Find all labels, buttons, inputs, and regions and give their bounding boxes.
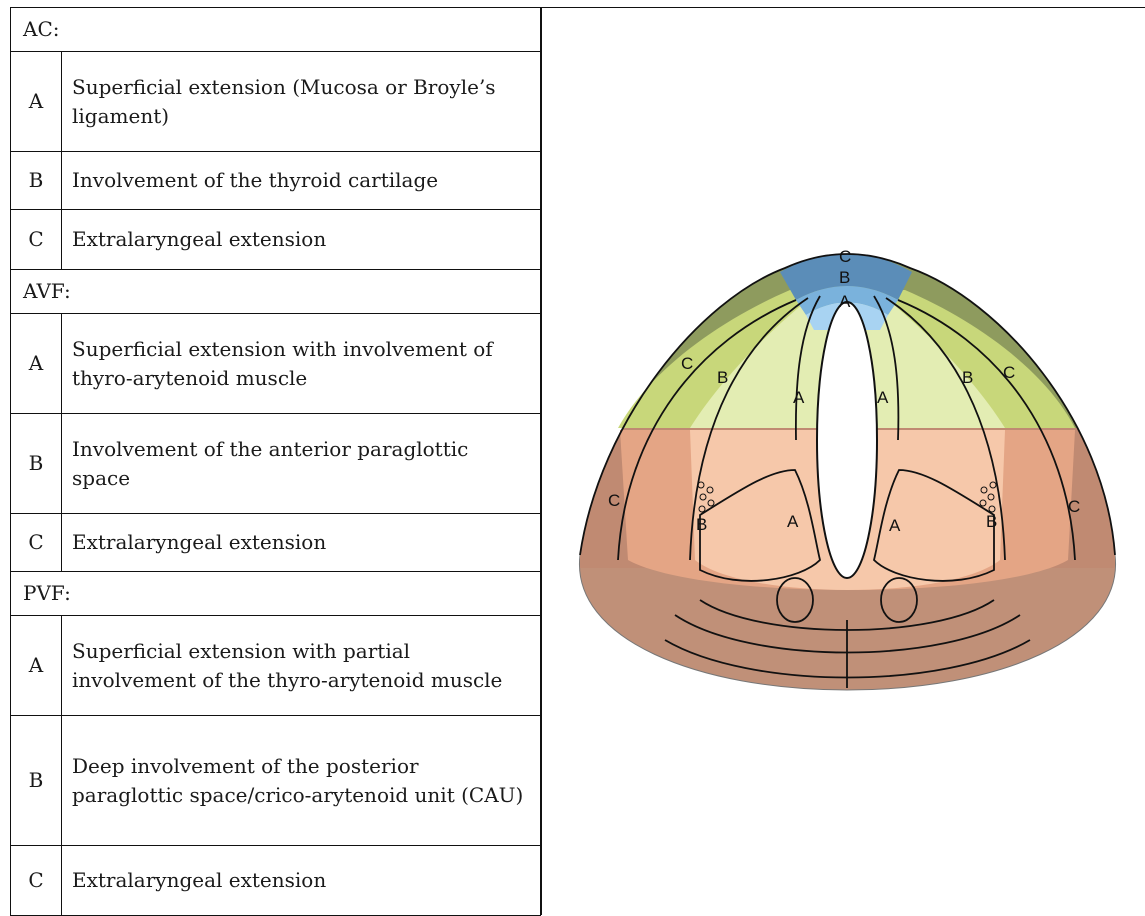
label-left-c-lower: C (608, 491, 620, 510)
larynx-diagram: C B A C B A A B C C B A A B C (575, 230, 1120, 710)
table-row: B Involvement of the anterior paraglotti… (11, 414, 541, 514)
row-description: Extralaryngeal extension (62, 846, 541, 916)
table-row: C Extralaryngeal extension (11, 210, 541, 270)
label-top-c: C (839, 247, 851, 266)
table-row: C Extralaryngeal extension (11, 846, 541, 916)
row-description: Extralaryngeal extension (62, 210, 541, 270)
row-description: Extralaryngeal extension (62, 514, 541, 572)
row-description: Superficial extension with partial invol… (62, 616, 541, 716)
glottis-opening (817, 302, 877, 578)
row-code: C (11, 846, 62, 916)
section-header-avf: AVF: (11, 270, 541, 314)
table-row: B Deep involvement of the posterior para… (11, 716, 541, 846)
label-right-a-lower: A (889, 516, 901, 535)
row-code: B (11, 414, 62, 514)
row-description: Superficial extension (Mucosa or Broyle’… (62, 52, 541, 152)
row-description: Deep involvement of the posterior paragl… (62, 716, 541, 846)
row-description: Involvement of the anterior paraglottic … (62, 414, 541, 514)
table-row: A Superficial extension with partial inv… (11, 616, 541, 716)
label-top-b: B (839, 268, 850, 287)
row-code: A (11, 52, 62, 152)
label-right-b-lower: B (986, 512, 997, 531)
label-left-a-lower: A (787, 512, 799, 531)
table-row: B Involvement of the thyroid cartilage (11, 152, 541, 210)
row-description: Involvement of the thyroid cartilage (62, 152, 541, 210)
label-left-a-upper: A (793, 388, 805, 407)
table-row: A Superficial extension with involvement… (11, 314, 541, 414)
section-title: PVF: (11, 572, 541, 616)
label-left-c-upper: C (681, 354, 693, 373)
label-right-c-lower: C (1068, 497, 1080, 516)
section-title: AVF: (11, 270, 541, 314)
row-code: A (11, 314, 62, 414)
label-right-b-upper: B (962, 368, 973, 387)
staging-table: AC: A Superficial extension (Mucosa or B… (10, 7, 541, 916)
label-top-a: A (839, 292, 851, 311)
row-code: B (11, 152, 62, 210)
label-right-c-upper: C (1003, 363, 1015, 382)
section-header-pvf: PVF: (11, 572, 541, 616)
table-row: A Superficial extension (Mucosa or Broyl… (11, 52, 541, 152)
section-title: AC: (11, 8, 541, 52)
label-left-b-upper: B (717, 368, 728, 387)
row-code: C (11, 514, 62, 572)
label-right-a-upper: A (877, 388, 889, 407)
row-description: Superficial extension with involvement o… (62, 314, 541, 414)
section-header-ac: AC: (11, 8, 541, 52)
table-row: C Extralaryngeal extension (11, 514, 541, 572)
row-code: C (11, 210, 62, 270)
row-code: A (11, 616, 62, 716)
label-left-b-lower: B (696, 515, 707, 534)
row-code: B (11, 716, 62, 846)
